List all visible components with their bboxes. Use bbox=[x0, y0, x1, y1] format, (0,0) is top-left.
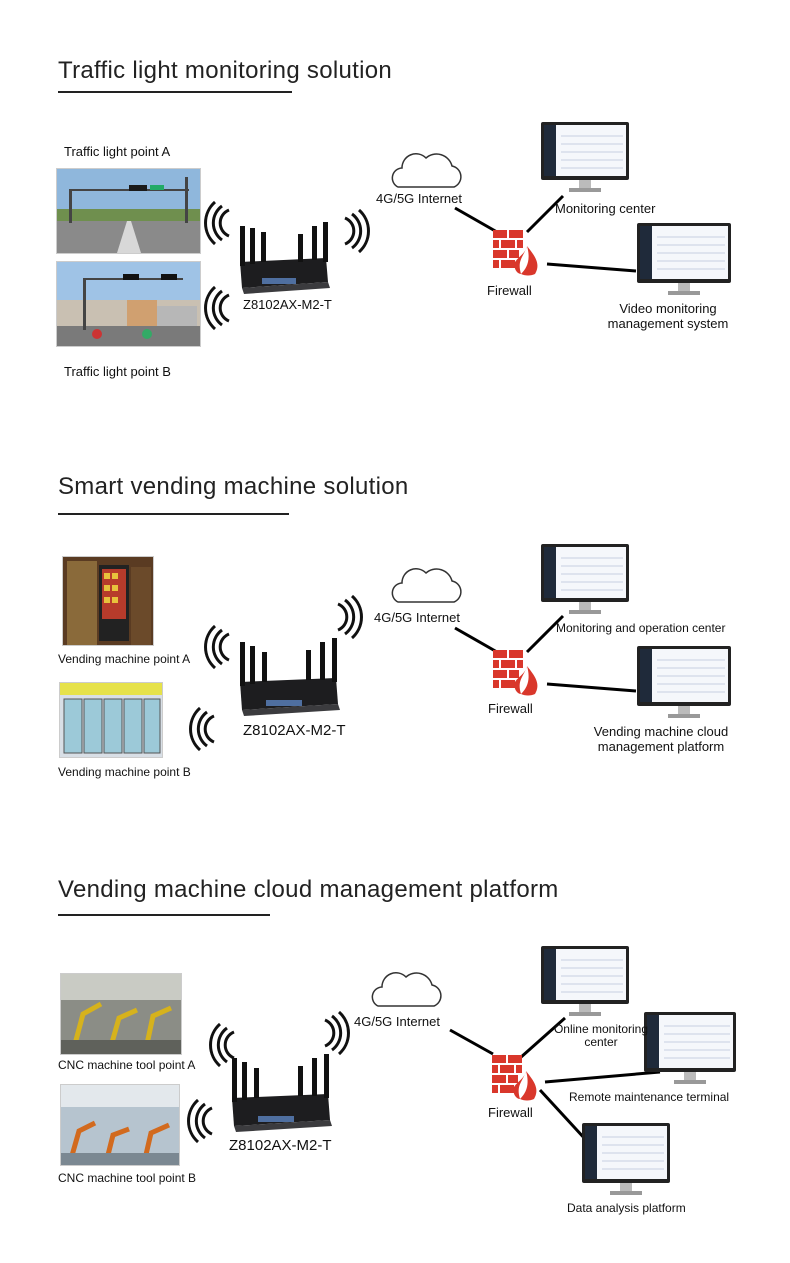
wifi-signal-icon bbox=[337, 594, 363, 640]
traffic-light-a-image bbox=[57, 169, 200, 253]
wifi-signal-icon bbox=[324, 1010, 350, 1056]
link-internet-firewall bbox=[449, 1028, 494, 1056]
monitor-icon bbox=[541, 946, 629, 1016]
cnc-photo-b bbox=[60, 1084, 180, 1166]
vending-a-image bbox=[63, 557, 153, 645]
network-diagram-1 bbox=[204, 122, 731, 331]
wifi-signal-icon bbox=[204, 624, 230, 670]
network-diagram-2 bbox=[189, 544, 731, 752]
vending-b-image bbox=[60, 683, 162, 757]
firewall-label: Firewall bbox=[488, 1105, 533, 1120]
network-links bbox=[449, 1016, 661, 1142]
title-underline bbox=[58, 513, 289, 515]
vending-machine-section: Smart vending machine solution Vending m… bbox=[0, 420, 790, 840]
monitor-icon bbox=[637, 646, 731, 718]
endpoint-label: Monitoring and operation center bbox=[556, 621, 726, 635]
wifi-signal-icon bbox=[187, 1098, 213, 1144]
internet-label: 4G/5G Internet bbox=[374, 610, 460, 625]
point-a-label: Traffic light point A bbox=[64, 144, 171, 159]
link-internet-firewall bbox=[454, 206, 498, 234]
title-underline bbox=[58, 91, 292, 93]
cnc-photo-a bbox=[60, 973, 182, 1055]
firewall-label: Firewall bbox=[488, 701, 533, 716]
router-icon bbox=[240, 222, 330, 294]
link-firewall-remote-terminal bbox=[544, 1070, 661, 1084]
endpoint-label: Online monitoring center bbox=[553, 1022, 649, 1049]
link-firewall-video-system bbox=[546, 262, 637, 273]
endpoint-label: Video monitoring management system bbox=[607, 301, 729, 331]
point-b-label: CNC machine tool point B bbox=[58, 1171, 197, 1185]
wifi-signal-icon bbox=[204, 285, 230, 331]
title-underline bbox=[58, 914, 270, 916]
endpoint-label: Data analysis platform bbox=[567, 1201, 686, 1215]
monitor-icon bbox=[541, 122, 629, 192]
router-icon bbox=[232, 1054, 332, 1132]
cloud-icon bbox=[391, 153, 462, 188]
point-b-label: Vending machine point B bbox=[58, 765, 191, 779]
router-label: Z8102AX-M2-T bbox=[243, 722, 346, 739]
link-firewall-online-center bbox=[519, 1016, 566, 1060]
cnc-b-image bbox=[61, 1085, 179, 1165]
cnc-a-image bbox=[61, 974, 181, 1054]
link-firewall-operation-center bbox=[525, 614, 565, 654]
link-firewall-monitoring-center bbox=[525, 194, 565, 234]
section-title: Smart vending machine solution bbox=[58, 473, 409, 500]
link-internet-firewall bbox=[454, 626, 498, 654]
wifi-signal-icon bbox=[344, 208, 370, 254]
router-icon bbox=[240, 638, 340, 716]
point-b-label: Traffic light point B bbox=[64, 364, 171, 379]
internet-label: 4G/5G Internet bbox=[376, 191, 462, 206]
link-firewall-cloud-platform bbox=[546, 682, 637, 693]
section-title: Vending machine cloud management platfor… bbox=[58, 876, 559, 903]
wifi-signal-icon bbox=[204, 200, 230, 246]
cloud-icon bbox=[391, 568, 462, 603]
traffic-light-photo-b bbox=[56, 261, 201, 347]
monitor-icon bbox=[541, 544, 629, 614]
network-diagram-3 bbox=[187, 946, 736, 1195]
firewall-icon bbox=[493, 650, 538, 696]
point-a-label: Vending machine point A bbox=[58, 652, 191, 666]
router-label: Z8102AX-M2-T bbox=[229, 1137, 332, 1154]
wifi-signal-icon bbox=[209, 1022, 235, 1068]
cloud-icon bbox=[371, 972, 442, 1007]
firewall-label: Firewall bbox=[487, 283, 532, 298]
endpoint-label: Monitoring center bbox=[555, 201, 656, 216]
network-links bbox=[454, 194, 637, 273]
vending-photo-a bbox=[62, 556, 154, 646]
wifi-signal-icon bbox=[189, 706, 215, 752]
vending-photo-b bbox=[59, 682, 163, 758]
monitor-icon bbox=[644, 1012, 736, 1084]
monitor-icon bbox=[582, 1123, 670, 1195]
traffic-light-section: Traffic light monitoring solution Traffi… bbox=[0, 0, 790, 420]
endpoint-label: Vending machine cloud management platfor… bbox=[593, 724, 729, 754]
section-title: Traffic light monitoring solution bbox=[58, 57, 393, 84]
monitor-icon bbox=[637, 223, 731, 295]
firewall-icon bbox=[493, 230, 538, 276]
traffic-light-photo-a bbox=[56, 168, 201, 254]
internet-label: 4G/5G Internet bbox=[354, 1014, 440, 1029]
network-links bbox=[454, 614, 637, 693]
cnc-machine-section: Vending machine cloud management platfor… bbox=[0, 840, 790, 1263]
router-label: Z8102AX-M2-T bbox=[243, 297, 332, 312]
traffic-light-b-image bbox=[57, 262, 200, 346]
link-firewall-data-platform bbox=[538, 1088, 588, 1142]
firewall-icon bbox=[492, 1055, 537, 1101]
point-a-label: CNC machine tool point A bbox=[58, 1058, 196, 1072]
endpoint-label: Remote maintenance terminal bbox=[569, 1090, 730, 1104]
